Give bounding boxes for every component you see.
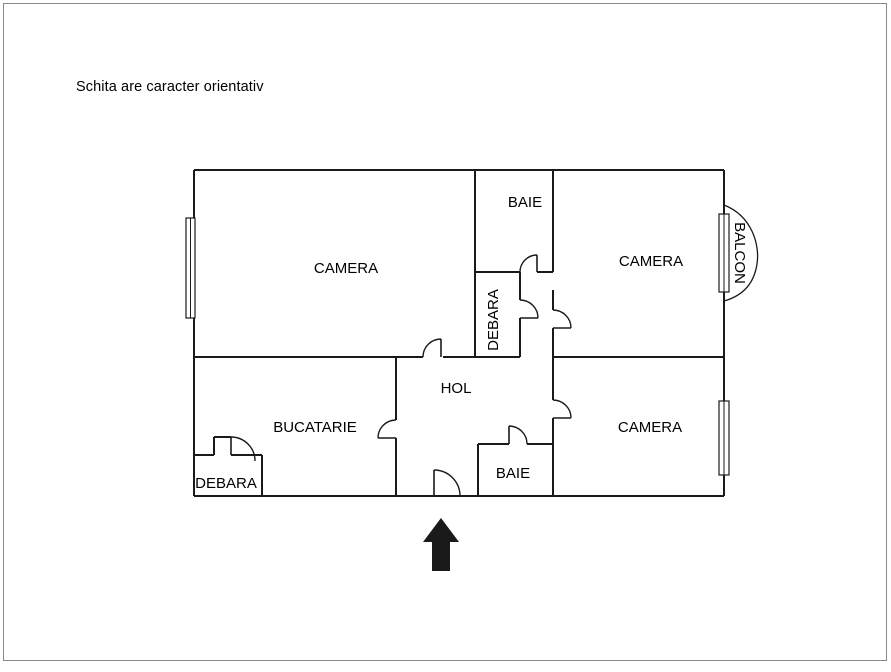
windows xyxy=(185,213,730,476)
room-label-camera-left: CAMERA xyxy=(314,260,378,277)
disclaimer-text: Schita are caracter orientativ xyxy=(76,79,264,95)
balcon-outline xyxy=(723,204,759,302)
room-label-baie-top: BAIE xyxy=(508,194,542,211)
room-label-camera-top-right: CAMERA xyxy=(619,253,683,270)
window-camera-left xyxy=(185,217,196,319)
room-label-debara-middle: DEBARA xyxy=(485,289,502,351)
room-labels: CAMERA BAIE CAMERA DEBARA HOL BUCATARIE … xyxy=(195,194,748,492)
interior-walls xyxy=(194,170,724,496)
window-balcon xyxy=(718,213,730,293)
window-camera-bottom-right xyxy=(718,400,730,476)
room-label-hol: HOL xyxy=(441,380,472,397)
room-label-debara-bottom-left: DEBARA xyxy=(195,475,257,492)
room-label-baie-bottom: BAIE xyxy=(496,465,530,482)
room-label-bucatarie: BUCATARIE xyxy=(273,419,357,436)
room-label-camera-bottom-right: CAMERA xyxy=(618,419,682,436)
room-label-balcon: BALCON xyxy=(731,222,748,284)
entrance-arrow-icon xyxy=(423,518,459,571)
outer-walls xyxy=(193,169,725,497)
door-swings xyxy=(230,254,572,497)
